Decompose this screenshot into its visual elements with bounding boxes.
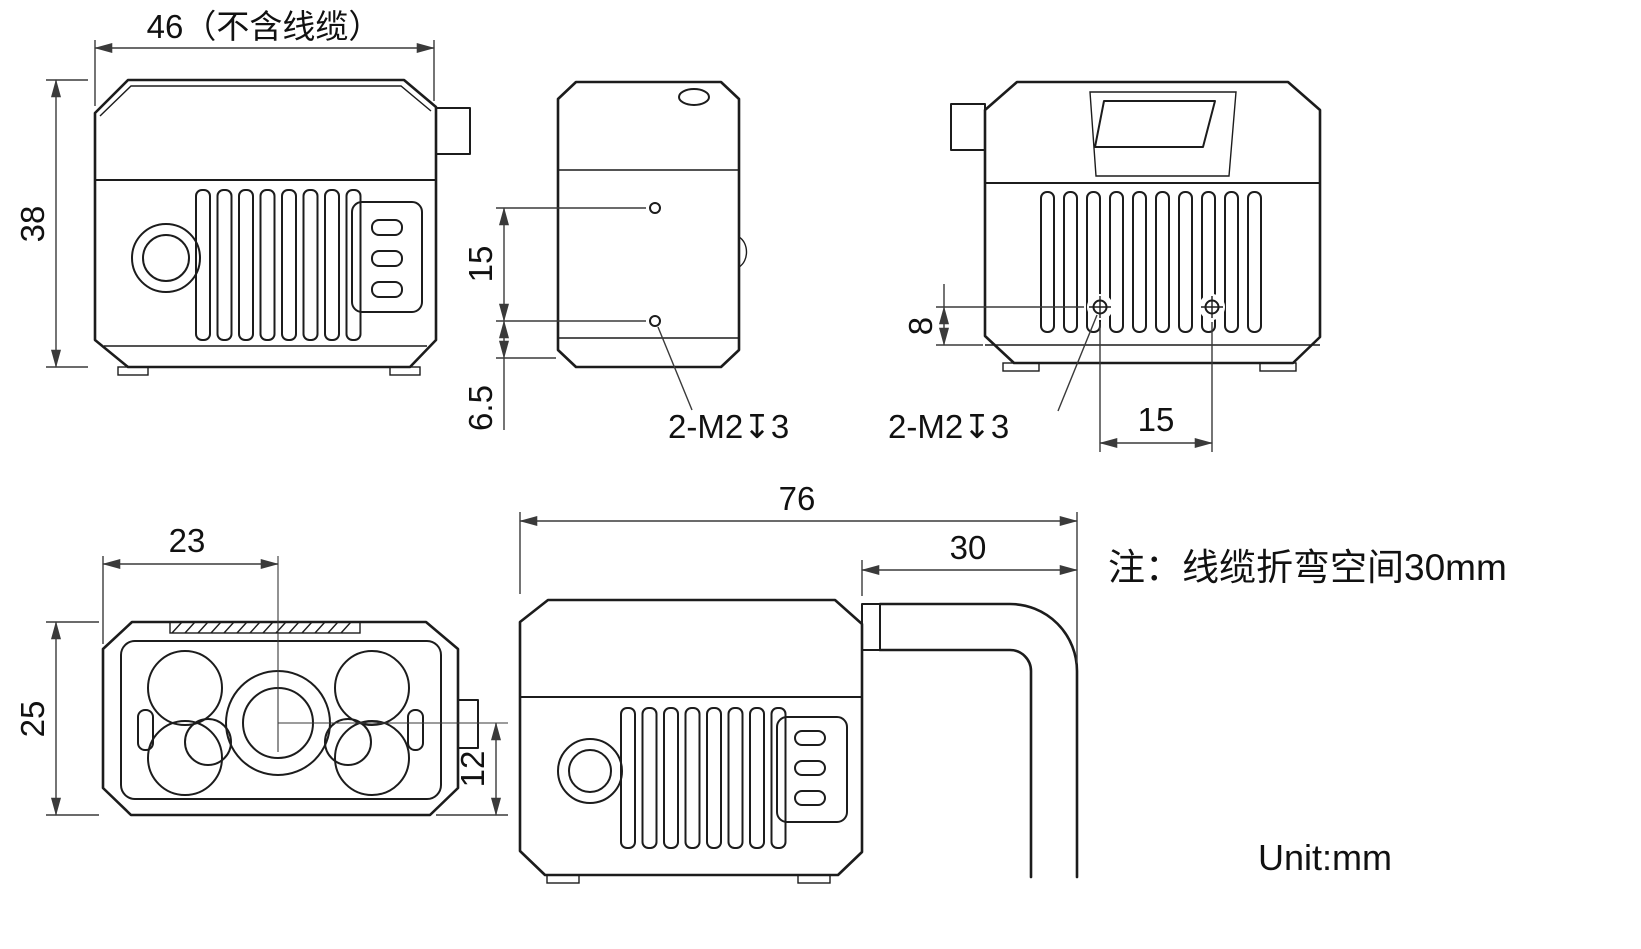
dim-bottom-hole-edge-offset: 6.5 [462,385,499,431]
dim-bottom-hole-spacing: 15 [462,246,499,283]
side-led-panel [776,716,848,823]
top-illumination-leds [147,650,410,796]
back-window-outer [1089,91,1237,177]
top-faceplate [120,640,442,800]
side-connector-stub [861,603,881,651]
callout-back-thread: 2-M2↧3 [888,408,1009,445]
dim-front-width: 46（不含线缆） [147,8,382,45]
back-foot-right [1259,362,1297,372]
dim-front-height: 38 [14,206,51,243]
back-connector-stub [950,103,986,151]
back-mounting-hole-right [1199,294,1225,320]
front-view [93,78,471,376]
back-heatsink-fins [1040,191,1262,333]
front-foot-left [117,366,149,376]
cable-note: 注：线缆折弯空间30mm [1108,547,1507,588]
dimension-lines [46,40,1213,816]
side-body-outline [518,598,864,877]
dim-side-total-length: 76 [779,480,816,517]
dim-side-lens-bottom-offset: 12 [454,751,491,788]
bottom-top-slot [678,88,710,106]
top-view [101,620,479,817]
front-foot-right [389,366,421,376]
dim-back-hole-spacing: 15 [1138,401,1175,438]
front-connector-stub [435,107,471,155]
side-cable [878,602,1079,879]
front-body-outline [93,78,438,369]
front-lens [131,223,201,293]
back-body-outline [983,80,1322,365]
back-mounting-hole-left [1087,294,1113,320]
dim-top-depth: 25 [14,701,51,738]
bottom-mounting-hole-upper [649,202,661,214]
callout-bottom-thread: 2-M2↧3 [668,408,789,445]
side-foot-left [546,874,580,884]
front-led-panel [351,201,423,313]
top-slot-right [407,709,424,751]
side-heatsink-fins [620,707,787,849]
unit-label: Unit:mm [1258,837,1392,878]
dimension-labels: 46（不含线缆） 38 15 6.5 2-M2↧3 8 2-M2↧3 15 23… [14,8,1174,787]
top-slot-left [137,709,154,751]
bottom-mounting-hole-lower [649,315,661,327]
top-body-outline [101,620,460,817]
bottom-view [556,80,748,369]
side-view [518,598,1079,884]
dim-back-hole-height-offset: 8 [902,317,939,335]
bottom-body-outline [556,80,741,369]
back-window-inner [1094,100,1216,148]
top-connector-stub [457,699,479,749]
back-view [950,80,1322,372]
bottom-side-bump [738,236,748,268]
dim-side-cable-space: 30 [950,529,987,566]
front-heatsink-fins [195,189,362,341]
side-foot-right [797,874,831,884]
front-top-seam [99,85,432,117]
annotations: 注：线缆折弯空间30mm Unit:mm [1108,547,1507,878]
back-foot-left [1002,362,1040,372]
top-window-strip [169,621,361,634]
dim-top-lens-offset: 23 [169,522,206,559]
side-lens [557,738,623,804]
